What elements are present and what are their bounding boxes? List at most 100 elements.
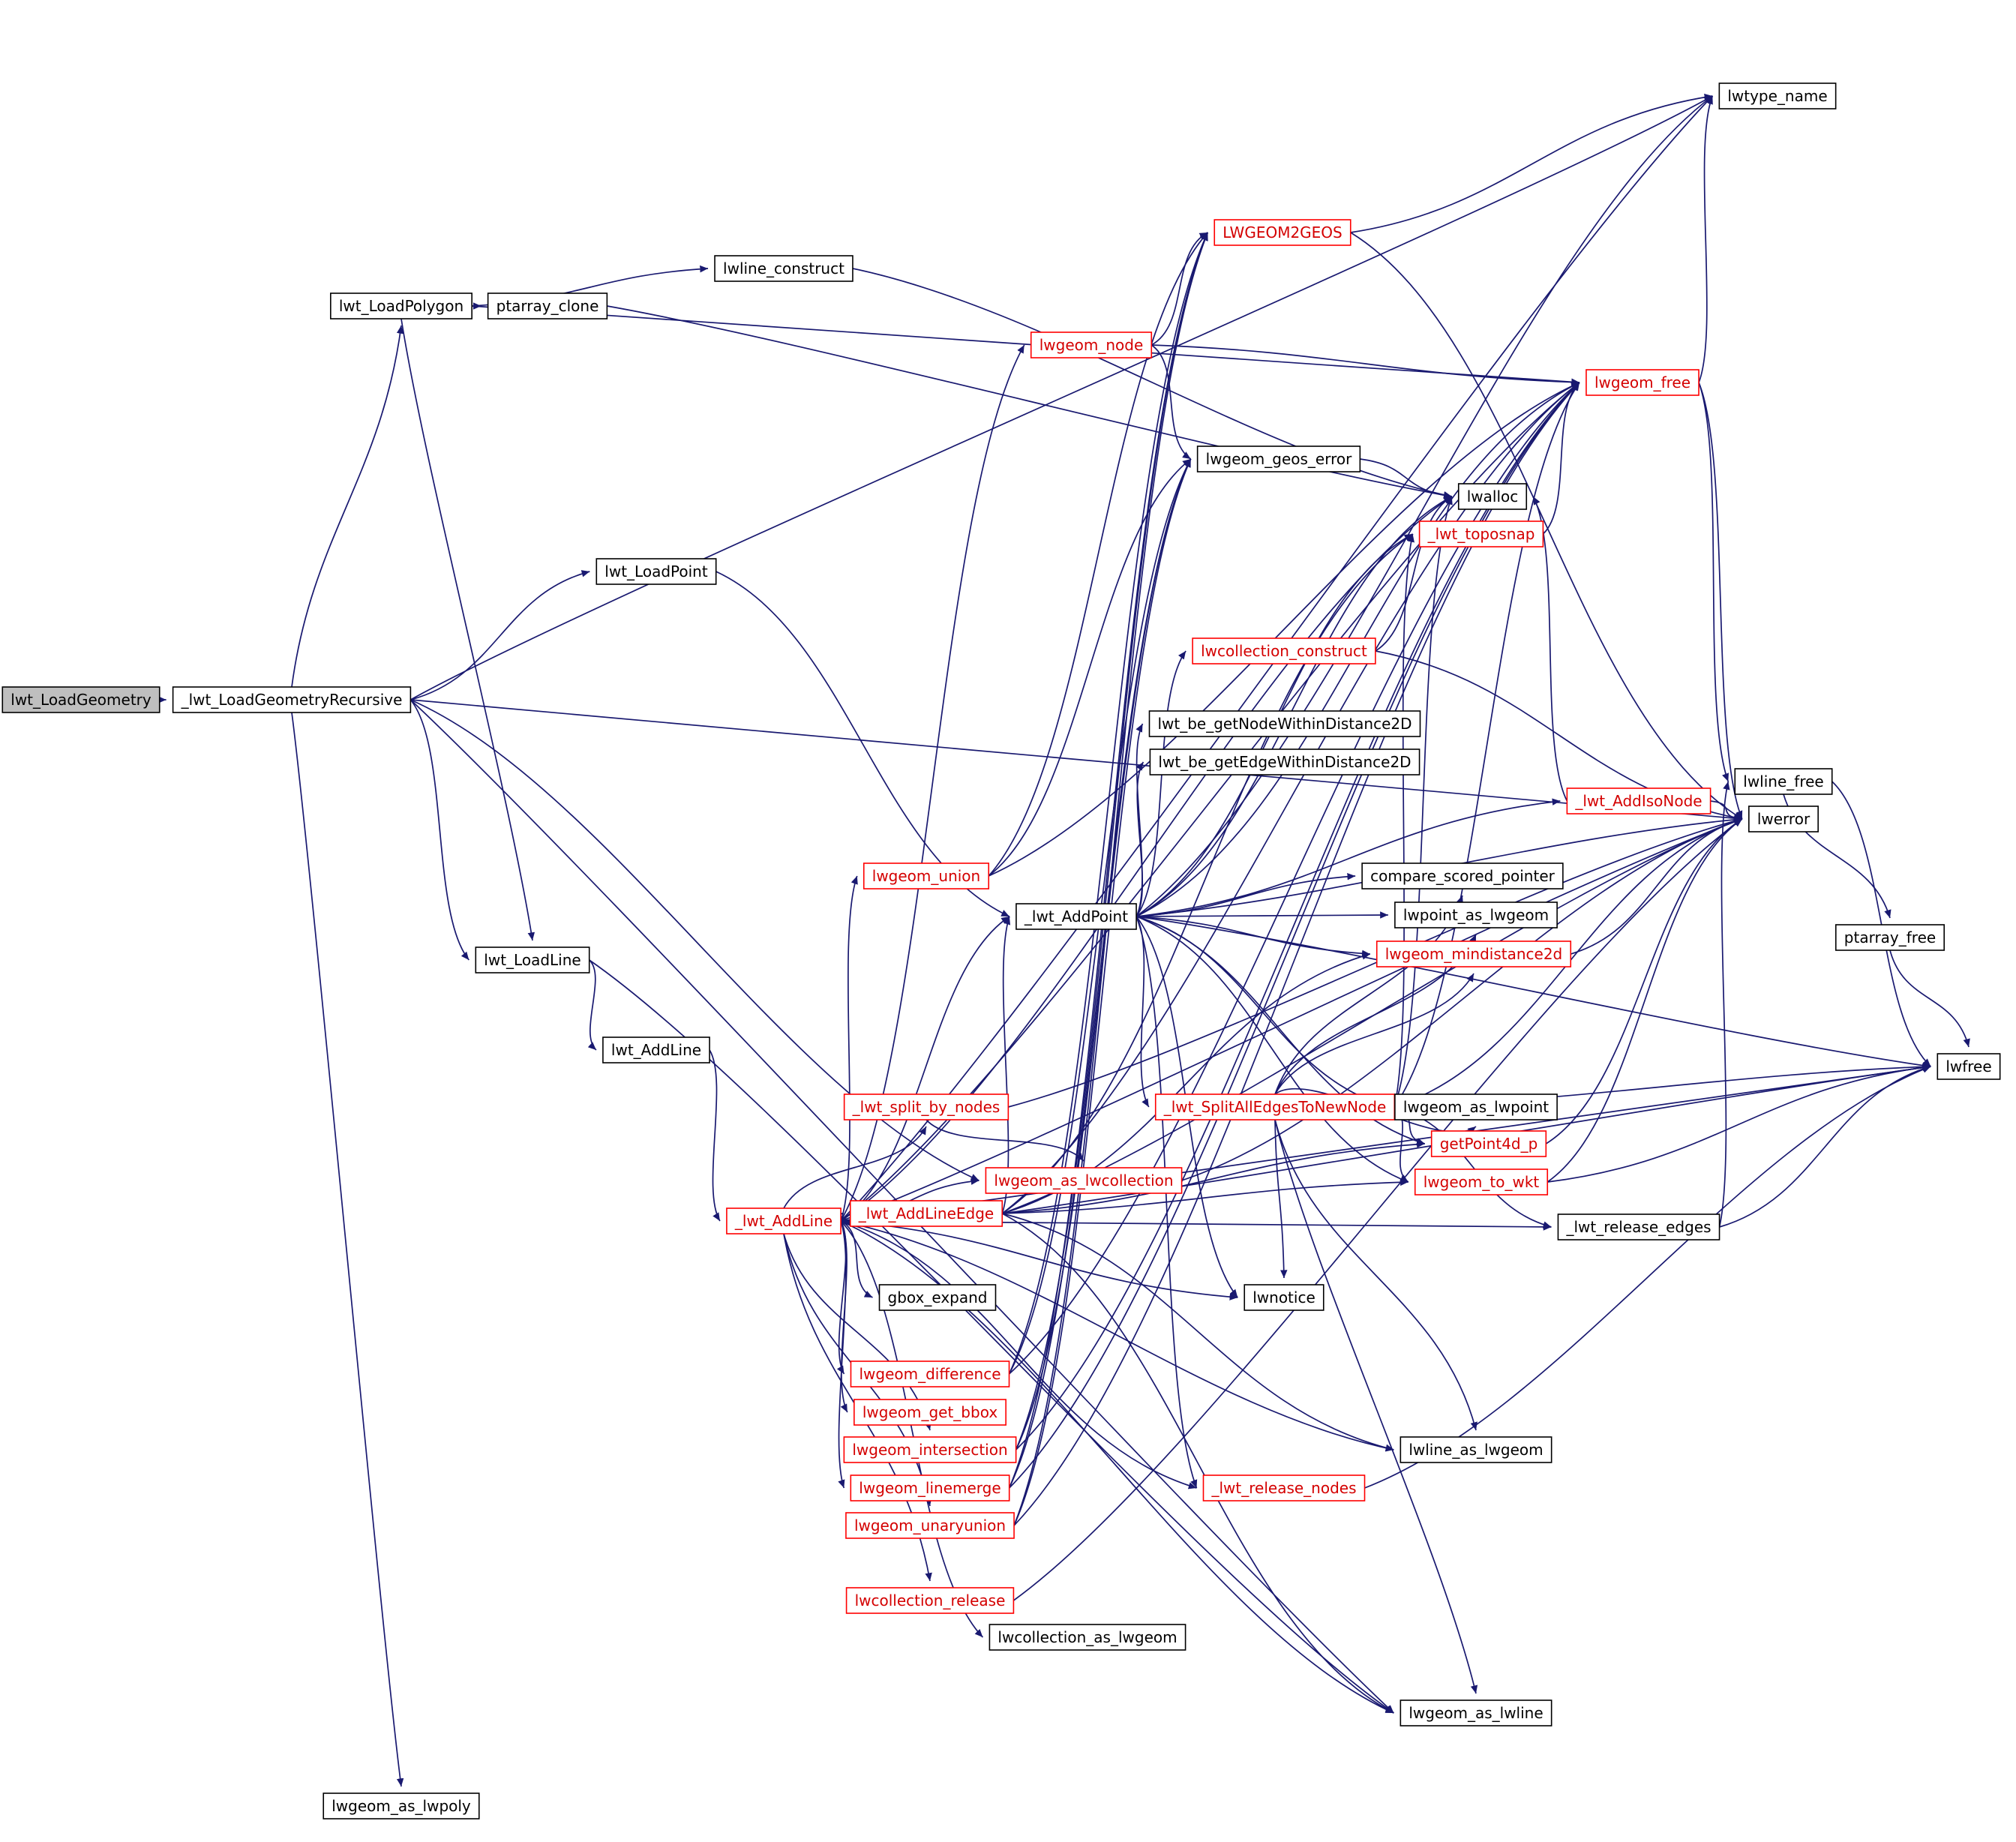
node-box bbox=[172, 686, 412, 713]
node-_lwt_AddLine[interactable]: _lwt_AddLine bbox=[726, 1208, 842, 1234]
node-label: _lwt_split_by_nodes bbox=[852, 1098, 1000, 1116]
node-lwtype_name[interactable]: lwtype_name bbox=[1718, 82, 1837, 110]
call-edge-_lwt_SplitAllEdgesToNewNode--lwnotice bbox=[1274, 1119, 1288, 1279]
call-edge-_lwt_AddPoint--_lwt_SplitAllEdgesToNewNode bbox=[1136, 916, 1150, 1108]
call-edge-lwgeom_free--lwline_free bbox=[1698, 382, 1730, 782]
node-lwgeom_as_lwline[interactable]: lwgeom_as_lwline bbox=[1400, 1700, 1552, 1726]
node-getPoint4d_p[interactable]: getPoint4d_p bbox=[1430, 1130, 1547, 1157]
node-label: lwgeom_as_lwpoly bbox=[332, 1797, 471, 1815]
node-lwpoint_as_lwgeom[interactable]: lwpoint_as_lwgeom bbox=[1394, 902, 1558, 928]
node-lwline_construct[interactable]: lwline_construct bbox=[714, 255, 854, 282]
node-box bbox=[1214, 219, 1352, 246]
call-edge-_lwt_AddPoint--lwt_be_getEdgeWithinDistance2D bbox=[1136, 761, 1144, 917]
node-_lwt_AddLineEdge[interactable]: _lwt_AddLineEdge bbox=[849, 1200, 1004, 1227]
node-gbox_expand[interactable]: gbox_expand bbox=[878, 1284, 997, 1311]
node-_lwt_AddPoint[interactable]: _lwt_AddPoint bbox=[1016, 903, 1137, 930]
node-box bbox=[1361, 862, 1564, 890]
node-_lwt_SplitAllEdgesToNewNode[interactable]: _lwt_SplitAllEdgesToNewNode bbox=[1154, 1094, 1396, 1120]
node-label: lwt_LoadLine bbox=[484, 951, 580, 969]
node-lwgeom_unaryunion[interactable]: lwgeom_unaryunion bbox=[845, 1512, 1015, 1539]
node-lwgeom_node[interactable]: lwgeom_node bbox=[1030, 332, 1153, 358]
node-lwline_as_lwgeom[interactable]: lwline_as_lwgeom bbox=[1400, 1436, 1552, 1463]
node-label: lwgeom_geos_error bbox=[1206, 450, 1352, 468]
node-lwt_be_getNodeWithinDistance2D[interactable]: lwt_be_getNodeWithinDistance2D bbox=[1148, 710, 1421, 737]
node-_lwt_toposnap[interactable]: _lwt_toposnap bbox=[1418, 520, 1544, 548]
edges-layer bbox=[158, 93, 1970, 1787]
node-lwt_AddLine[interactable]: lwt_AddLine bbox=[602, 1036, 710, 1064]
node-compare_scored_pointer[interactable]: compare_scored_pointer bbox=[1361, 862, 1564, 890]
node-lwcollection_release[interactable]: lwcollection_release bbox=[845, 1587, 1015, 1614]
node-label: lwgeom_as_lwline bbox=[1408, 1704, 1543, 1722]
call-edge-lwgeom_node--LWGEOM2GEOS bbox=[1150, 232, 1208, 346]
node-lwfree[interactable]: lwfree bbox=[1936, 1053, 2001, 1080]
node-lwnotice[interactable]: lwnotice bbox=[1244, 1284, 1324, 1311]
node-box bbox=[850, 1360, 1010, 1388]
node-label: lwgeom_to_wkt bbox=[1424, 1173, 1540, 1191]
call-edge-lwcollection_construct--lwalloc bbox=[1375, 496, 1453, 652]
node-label: lwt_LoadGeometry bbox=[10, 691, 152, 709]
node-lwgeom_linemerge[interactable]: lwgeom_linemerge bbox=[850, 1474, 1010, 1502]
call-edge-lwgeom_unaryunion--lwgeom_geos_error bbox=[1013, 458, 1192, 1526]
node-lwline_free[interactable]: lwline_free bbox=[1734, 768, 1833, 795]
call-edge-lwgeom_to_wkt--lwerror bbox=[1546, 818, 1743, 1183]
node-lwerror[interactable]: lwerror bbox=[1748, 806, 1819, 832]
node-_lwt_LoadGeometryRecursive[interactable]: _lwt_LoadGeometryRecursive bbox=[172, 686, 412, 713]
call-edge-lwgeom_free--lwtype_name bbox=[1698, 95, 1714, 383]
node-lwgeom_get_bbox[interactable]: lwgeom_get_bbox bbox=[854, 1399, 1006, 1426]
node-lwgeom_as_lwpoint[interactable]: lwgeom_as_lwpoint bbox=[1394, 1094, 1558, 1120]
node-lwcollection_construct[interactable]: lwcollection_construct bbox=[1192, 638, 1376, 664]
node-LWGEOM2GEOS[interactable]: LWGEOM2GEOS bbox=[1214, 219, 1352, 246]
node-lwt_LoadPolygon[interactable]: lwt_LoadPolygon bbox=[330, 292, 472, 320]
node-lwt_LoadLine[interactable]: lwt_LoadLine bbox=[475, 946, 590, 974]
node-label: lwgeom_linemerge bbox=[859, 1479, 1000, 1497]
node-lwgeom_as_lwcollection[interactable]: lwgeom_as_lwcollection bbox=[985, 1167, 1183, 1194]
node-box bbox=[1394, 902, 1558, 928]
node-lwt_LoadGeometry[interactable]: lwt_LoadGeometry bbox=[2, 686, 160, 713]
node-lwt_be_getEdgeWithinDistance2D[interactable]: lwt_be_getEdgeWithinDistance2D bbox=[1149, 748, 1420, 776]
node-box bbox=[1834, 924, 1946, 951]
node-lwgeom_union[interactable]: lwgeom_union bbox=[862, 862, 990, 890]
call-edge-_lwt_AddPoint--lwpoint_as_lwgeom bbox=[1136, 911, 1388, 919]
node-lwgeom_free[interactable]: lwgeom_free bbox=[1586, 369, 1700, 396]
node-box bbox=[1718, 82, 1837, 110]
node-lwalloc[interactable]: lwalloc bbox=[1457, 483, 1528, 510]
node-lwt_LoadPoint[interactable]: lwt_LoadPoint bbox=[596, 558, 717, 585]
call-edge-_lwt_AddLine--lwfree bbox=[840, 1064, 1931, 1222]
node-box bbox=[596, 558, 717, 585]
call-edge-lwcollection_release--lwerror bbox=[1012, 818, 1743, 1601]
node-label: ptarray_free bbox=[1844, 928, 1936, 946]
node-lwgeom_mindistance2d[interactable]: lwgeom_mindistance2d bbox=[1376, 940, 1572, 968]
node-box bbox=[854, 1399, 1006, 1426]
node-label: lwline_free bbox=[1743, 772, 1823, 790]
node-lwgeom_intersection[interactable]: lwgeom_intersection bbox=[843, 1436, 1017, 1463]
call-edge-lwt_LoadPolygon--lwt_LoadLine bbox=[400, 318, 536, 941]
node-lwgeom_to_wkt[interactable]: lwgeom_to_wkt bbox=[1414, 1168, 1549, 1196]
node-box bbox=[1400, 1436, 1552, 1463]
node-_lwt_release_edges[interactable]: _lwt_release_edges bbox=[1557, 1214, 1720, 1240]
call-edge-_lwt_AddLine--lwgeom_intersection bbox=[783, 1233, 932, 1431]
call-edge-_lwt_release_nodes--lwfree bbox=[1364, 1066, 1931, 1489]
node-label: lwcollection_as_lwgeom bbox=[998, 1628, 1177, 1646]
call-edge-_lwt_AddLine--lwnotice bbox=[841, 1220, 1238, 1300]
call-edge-_lwt_AddPoint--lwt_be_getNodeWithinDistance2D bbox=[1136, 723, 1144, 917]
call-edge-lwgeom_union--lwgeom_free bbox=[988, 382, 1580, 877]
call-edge-_lwt_AddLine--lwline_as_lwgeom bbox=[840, 1220, 1394, 1452]
node-_lwt_split_by_nodes[interactable]: _lwt_split_by_nodes bbox=[843, 1094, 1010, 1120]
node-ptarray_free[interactable]: ptarray_free bbox=[1834, 924, 1946, 951]
node-_lwt_release_nodes[interactable]: _lwt_release_nodes bbox=[1202, 1474, 1366, 1502]
node-ptarray_clone[interactable]: ptarray_clone bbox=[487, 292, 608, 320]
node-box bbox=[322, 1792, 480, 1820]
node-lwgeom_geos_error[interactable]: lwgeom_geos_error bbox=[1196, 446, 1361, 472]
node-lwcollection_as_lwgeom[interactable]: lwcollection_as_lwgeom bbox=[988, 1624, 1186, 1651]
call-edge-lwgeom_node--lwgeom_free bbox=[1151, 344, 1580, 386]
node-lwgeom_as_lwpoly[interactable]: lwgeom_as_lwpoly bbox=[322, 1792, 480, 1820]
node-lwgeom_difference[interactable]: lwgeom_difference bbox=[850, 1360, 1010, 1388]
node-box bbox=[1394, 1094, 1558, 1120]
call-edge-lwline_construct--lwalloc bbox=[852, 268, 1452, 499]
node-label: lwt_LoadPolygon bbox=[339, 297, 464, 315]
node-label: lwgeom_mindistance2d bbox=[1385, 945, 1563, 963]
node-_lwt_AddIsoNode[interactable]: _lwt_AddIsoNode bbox=[1566, 788, 1712, 814]
call-edge-_lwt_AddPoint--lwtype_name bbox=[1136, 95, 1713, 917]
node-box bbox=[1936, 1053, 2001, 1080]
